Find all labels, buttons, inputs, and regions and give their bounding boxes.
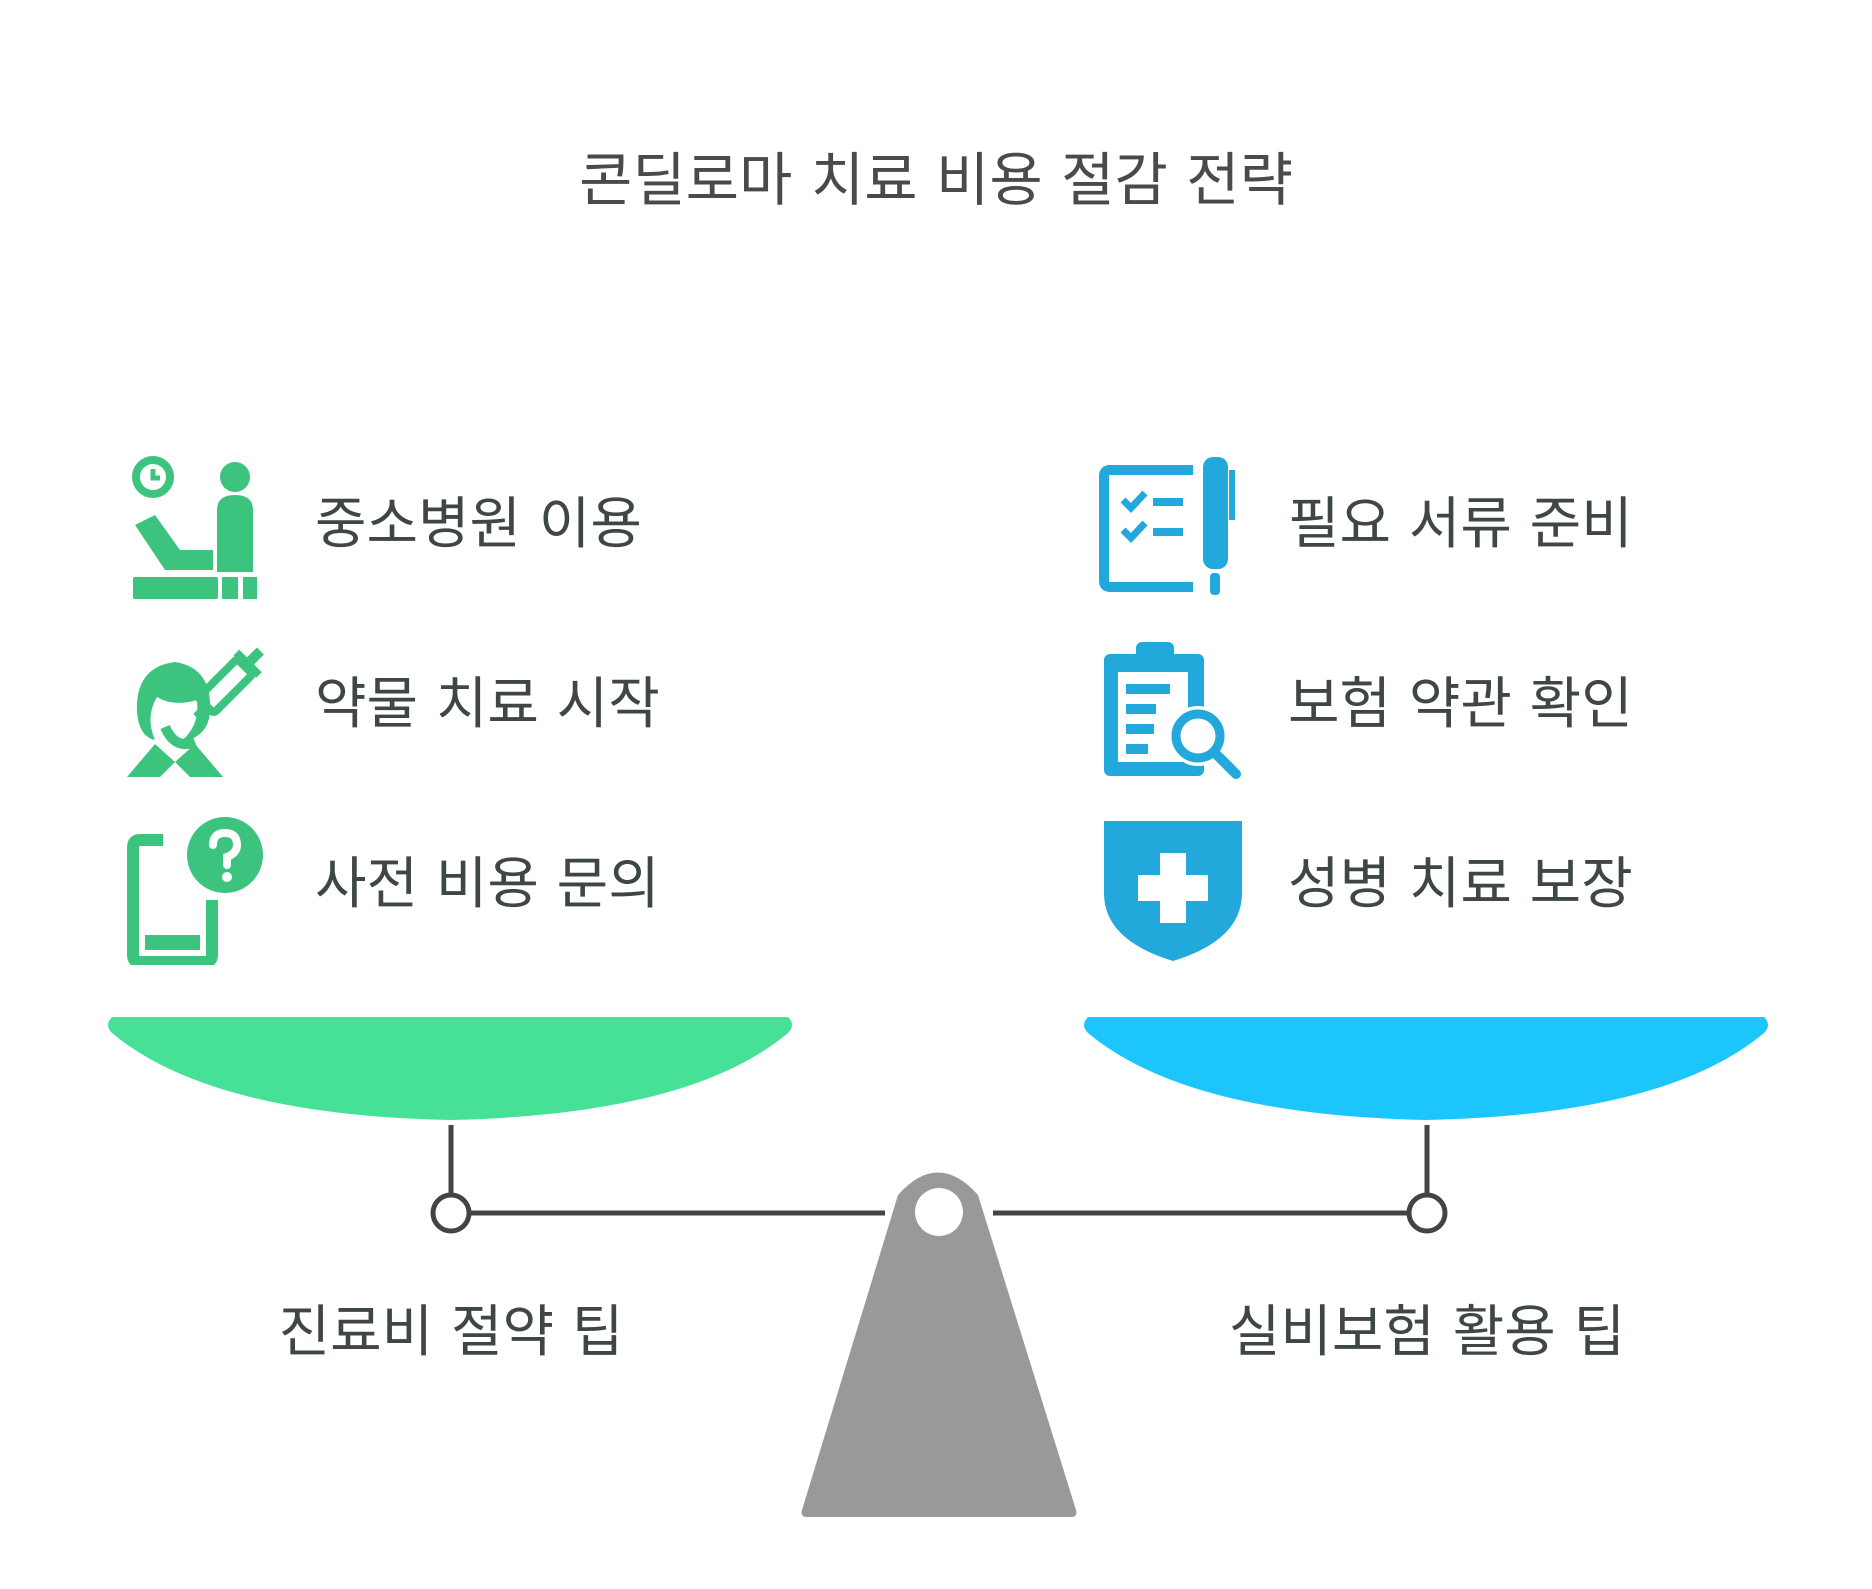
- patient-treatment-icon: [132, 456, 257, 599]
- phone-question-icon: [127, 817, 263, 965]
- right-item-label-2: 보험 약관 확인: [1288, 672, 1633, 737]
- left-group-label: 진료비 절약 팁: [278, 1300, 624, 1365]
- checklist-pen-icon: [1099, 457, 1235, 595]
- diagram-title: 콘딜로마 치료 비용 절감 전략: [578, 146, 1294, 214]
- right-item-label-1: 필요 서류 준비: [1288, 492, 1633, 557]
- left-item-label-3: 사전 비용 문의: [315, 852, 660, 917]
- fulcrum: [801, 1172, 1077, 1517]
- medical-shield-icon: [1104, 821, 1242, 961]
- left-joint: [430, 1192, 472, 1234]
- right-group-label: 실비보험 활용 팁: [1228, 1300, 1626, 1365]
- right-pan: [1084, 1017, 1768, 1120]
- right-item-label-3: 성병 치료 보장: [1288, 852, 1633, 917]
- clipboard-search-icon: [1104, 642, 1241, 779]
- left-pan: [108, 1017, 792, 1120]
- left-item-label-2: 약물 치료 시작: [315, 672, 660, 737]
- fulcrum-pivot: [915, 1188, 963, 1236]
- doctor-syringe-icon: [127, 647, 264, 777]
- left-item-label-1: 중소병원 이용: [315, 492, 642, 557]
- right-joint: [1406, 1192, 1448, 1234]
